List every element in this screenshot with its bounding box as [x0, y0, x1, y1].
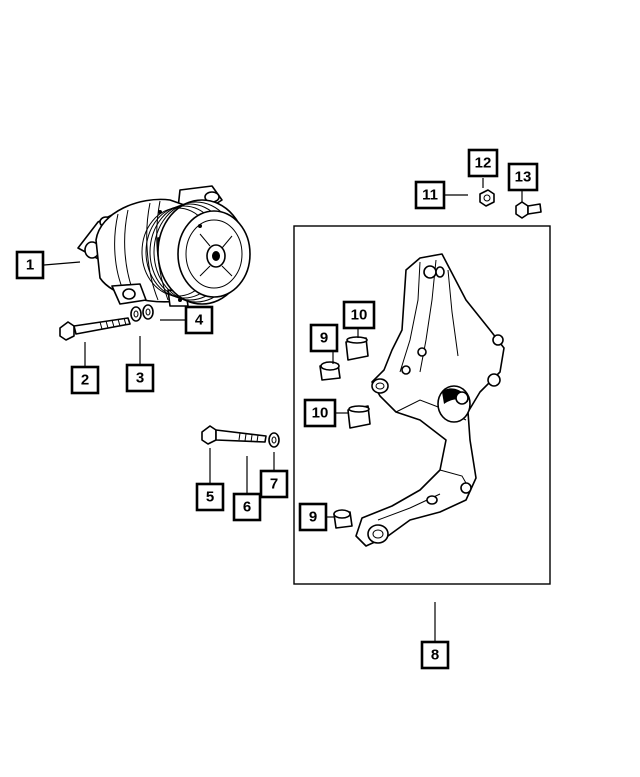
callout-4-label: 4: [195, 312, 204, 329]
callout-13: 13: [507, 162, 539, 192]
bushing-10-upper: [345, 336, 369, 361]
callout-12: 12: [467, 148, 499, 178]
callout-9-upper: 9: [309, 323, 339, 353]
callout-2-label: 2: [81, 372, 89, 389]
callout-11: 11: [414, 180, 446, 210]
nut: [479, 189, 495, 207]
callout-7: 7: [259, 469, 289, 499]
callout-2: 2: [70, 365, 100, 395]
bushing-9-lower: [333, 509, 353, 529]
callout-6-label: 6: [243, 499, 251, 516]
callout-3-label: 3: [136, 370, 144, 387]
callout-6: 6: [232, 492, 262, 522]
callout-1-label: 1: [26, 257, 34, 274]
bracket-group-frame: [293, 225, 551, 585]
mounting-bracket: [355, 253, 505, 547]
callout-12-label: 12: [475, 155, 492, 172]
callout-10-lower: 10: [303, 398, 337, 428]
callout-9-lower: 9: [298, 502, 328, 532]
callout-1: 1: [15, 250, 45, 280]
callout-10-lower-label: 10: [312, 405, 329, 422]
callout-8-label: 8: [431, 647, 439, 664]
callout-9-upper-label: 9: [320, 330, 328, 347]
callout-11-label: 11: [422, 187, 438, 204]
callout-5: 5: [195, 482, 225, 512]
callout-5-label: 5: [206, 489, 214, 506]
bracket-washer: [268, 432, 280, 448]
bushing-10-lower: [347, 405, 371, 429]
callout-10-upper-label: 10: [351, 307, 368, 324]
callout-8: 8: [420, 640, 450, 670]
callout-3: 3: [125, 363, 155, 393]
callout-13-label: 13: [515, 169, 532, 186]
callout-9-lower-label: 9: [309, 509, 317, 526]
compressor-bolt: [59, 317, 131, 341]
ac-compressor: [77, 185, 251, 307]
bushing-9-upper: [319, 361, 341, 381]
leader-lines: [43, 178, 523, 642]
callout-4: 4: [184, 305, 214, 335]
washers: [130, 304, 154, 322]
bracket-bolt: [201, 425, 267, 445]
callout-10-upper: 10: [342, 300, 376, 330]
callout-7-label: 7: [270, 476, 278, 493]
small-bolt: [515, 201, 542, 219]
